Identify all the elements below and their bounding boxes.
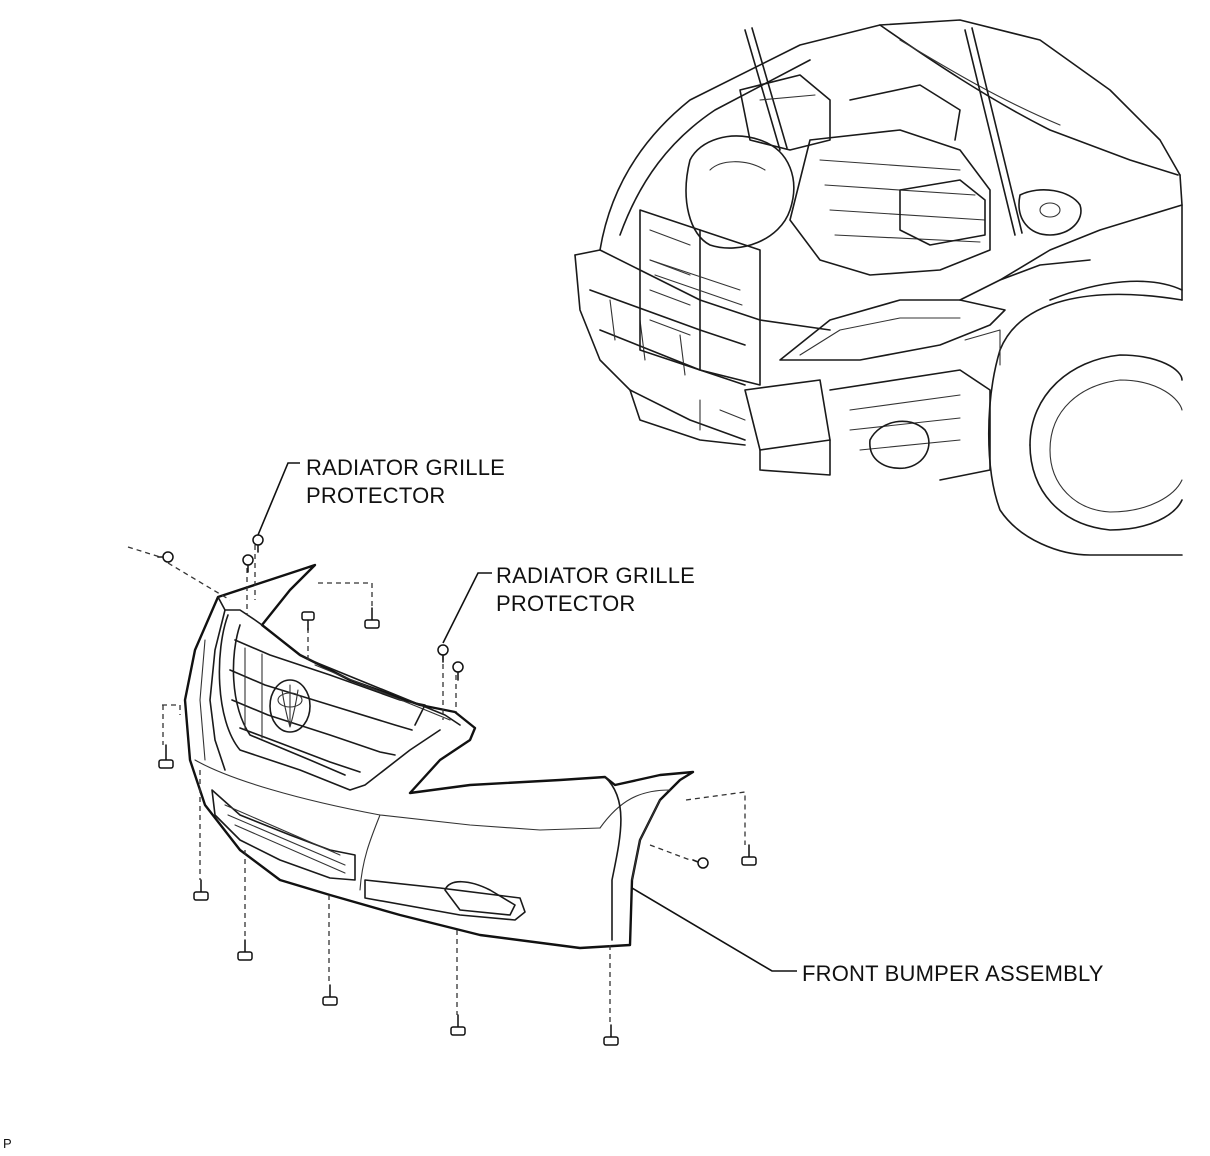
callout-line-1: RADIATOR GRILLE	[496, 563, 696, 588]
callout-line-2: PROTECTOR	[306, 483, 446, 508]
callout-line-1: RADIATOR GRILLE	[306, 455, 506, 480]
callout-radiator-grille-protector-left: RADIATOR GRILLE PROTECTOR	[306, 454, 505, 510]
screw-icon	[322, 984, 338, 1006]
callout-line-2: PROTECTOR	[496, 591, 636, 616]
callout-front-bumper-assembly: FRONT BUMPER ASSEMBLY	[802, 961, 1104, 986]
screw-icon	[237, 939, 253, 961]
fasteners	[157, 534, 757, 1046]
corner-mark: P	[3, 1136, 12, 1151]
emblem-logo	[269, 679, 311, 733]
screw-icon	[301, 611, 315, 631]
screw-icon	[193, 879, 209, 901]
dashed-guide-lines	[127, 545, 746, 1025]
screw-icon	[450, 1014, 466, 1036]
clip-icon	[452, 661, 464, 681]
clip-icon	[437, 644, 449, 663]
callout-radiator-grille-protector-right: RADIATOR GRILLE PROTECTOR	[496, 562, 695, 618]
screw-icon	[364, 607, 380, 629]
screw-icon	[741, 844, 757, 866]
car-front-illustration	[574, 19, 1183, 556]
clip-icon	[242, 554, 254, 573]
clip-icon	[157, 551, 174, 563]
screw-icon	[603, 1024, 619, 1046]
screw-icon	[158, 744, 174, 769]
front-bumper-illustration	[183, 563, 695, 950]
clip-icon	[692, 857, 709, 869]
leader-lines	[257, 462, 797, 972]
